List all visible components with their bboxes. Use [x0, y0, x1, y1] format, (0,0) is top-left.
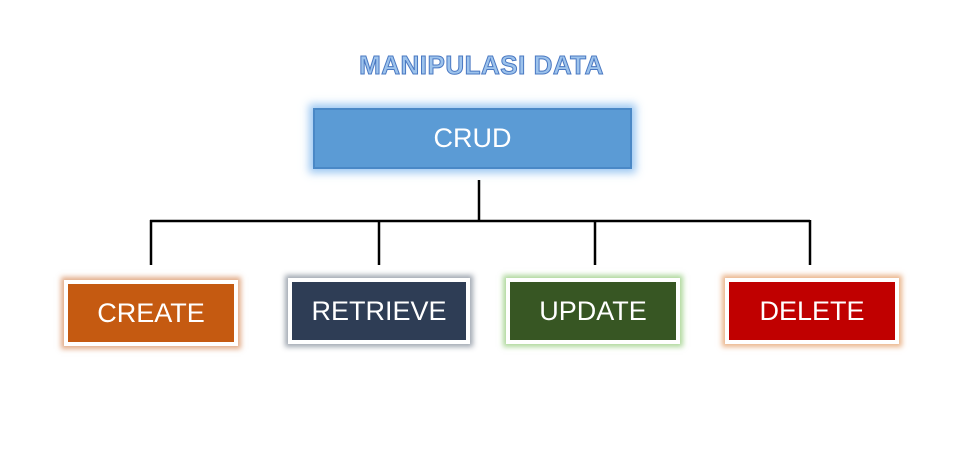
node-retrieve: RETRIEVE: [288, 278, 470, 344]
node-create: CREATE: [64, 280, 238, 346]
node-update: UPDATE: [506, 278, 680, 344]
node-delete: DELETE: [725, 278, 899, 344]
diagram-title: MANIPULASI DATA: [359, 50, 604, 81]
node-crud: CRUD: [313, 108, 632, 169]
